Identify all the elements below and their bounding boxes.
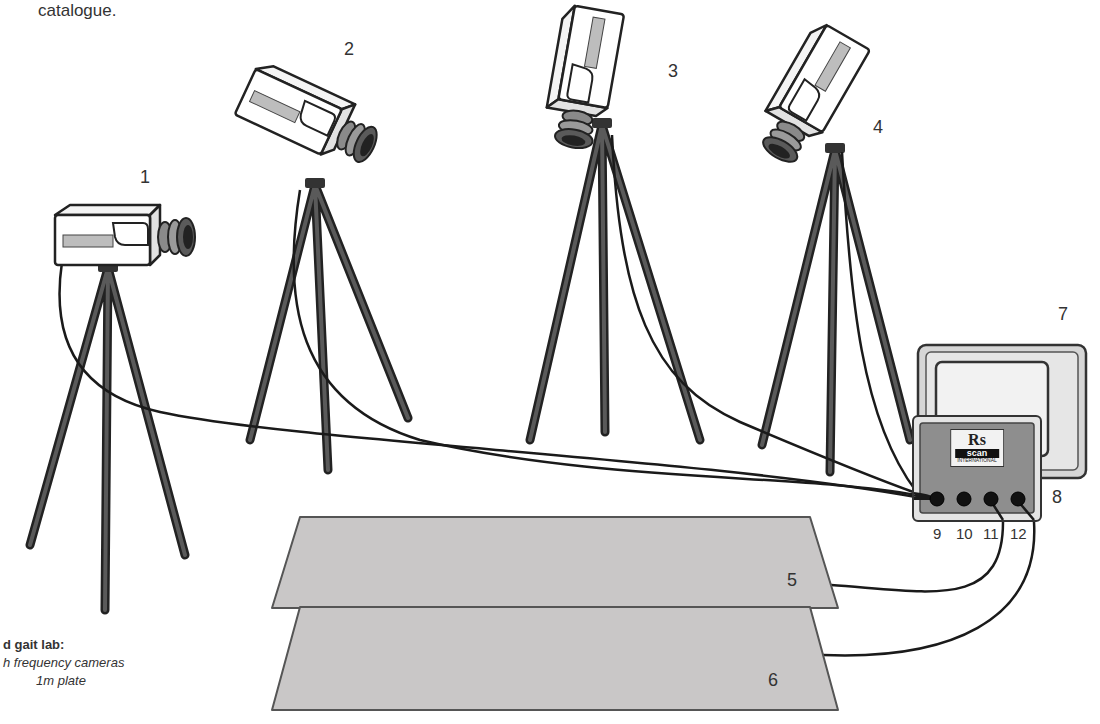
- port: [930, 492, 944, 506]
- caption-note: 1m plate: [36, 674, 86, 688]
- callout-number: 2: [344, 40, 354, 60]
- tripod-legs: [762, 150, 910, 472]
- tripod-legs: [30, 268, 185, 610]
- front-panel: [920, 423, 1034, 513]
- callout-number: 8: [1052, 488, 1062, 508]
- callout-number: 1: [140, 168, 150, 188]
- tripod-legs: [30, 125, 910, 610]
- tripod-heads: [825, 143, 845, 153]
- camera-cables: [60, 262, 916, 497]
- logo: RsscanINTERNATIONAL: [950, 429, 1004, 467]
- tripod-legs: [30, 125, 910, 610]
- plate-outline: [270, 515, 840, 610]
- callout-number: 12: [1010, 526, 1027, 543]
- callout-number: 9: [933, 526, 941, 543]
- tripod-legs: [762, 150, 910, 472]
- tripod-legs: [30, 125, 910, 610]
- callout-number: 11: [983, 526, 999, 543]
- plate-surface: [272, 517, 838, 608]
- port: [1011, 492, 1025, 506]
- callout-number: 4: [873, 118, 883, 138]
- camera: [541, 4, 624, 152]
- camera: [748, 20, 870, 171]
- tripod-heads: [305, 178, 325, 188]
- camera-cables: [842, 152, 916, 491]
- callout-number: 7: [1058, 305, 1068, 325]
- callout-number: 5: [787, 571, 797, 591]
- logo-text: scan: [955, 449, 999, 459]
- note-text: catalogue.: [38, 2, 116, 21]
- camera: [55, 205, 195, 265]
- caption-note: h frequency cameras: [3, 656, 124, 670]
- cable: [831, 522, 1003, 591]
- port: [984, 492, 998, 506]
- plate-outline: [270, 605, 840, 712]
- callout-number: 3: [668, 62, 678, 82]
- plate-surface: [272, 607, 838, 710]
- logo-text: INTERNATIONAL: [955, 458, 999, 464]
- callout-number: 6: [768, 671, 778, 691]
- cable: [823, 522, 1034, 655]
- pressure-plate: 5: [270, 515, 840, 610]
- pressure-plate: 6: [270, 605, 840, 712]
- logo-mark: Rs: [955, 431, 999, 449]
- camera-cables: [294, 190, 916, 495]
- tripod-heads: [592, 118, 612, 128]
- tripod-heads: [98, 118, 845, 272]
- camera: [235, 60, 387, 174]
- callout-number: 10: [956, 526, 973, 543]
- camera-cables: [612, 135, 916, 493]
- tripod-legs: [30, 268, 185, 610]
- rs-scan-unit: RsscanINTERNATIONAL: [912, 415, 1042, 522]
- camera-cables: [60, 135, 916, 497]
- caption-note: d gait lab:: [3, 638, 64, 652]
- port: [957, 492, 971, 506]
